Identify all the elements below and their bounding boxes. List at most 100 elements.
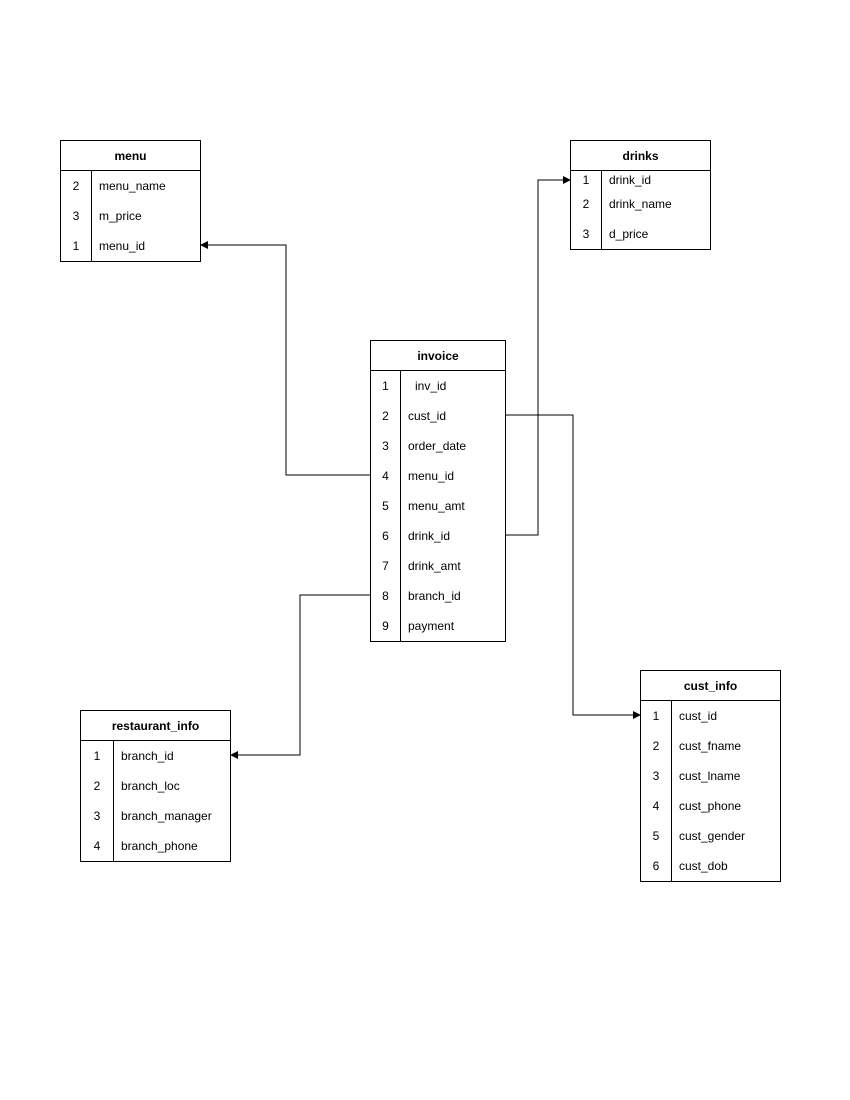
row-number: 5 [382,499,389,513]
entity-restaurant-info[interactable]: restaurant_info 1 branch_id 2 branch_loc… [80,710,231,862]
row-number: 2 [93,779,101,793]
table-row: 4 branch_phone [81,831,230,861]
table-row: 6 drink_id [371,521,505,551]
entity-body-invoice: 1 inv_id 2 cust_id 3 order_date 4 menu_i… [371,371,505,641]
row-number: 6 [652,859,660,873]
row-number: 2 [652,739,660,753]
entity-body-restaurant-info: 1 branch_id 2 branch_loc 3 branch_manage… [81,741,230,861]
field-name: branch_id [121,749,174,763]
field-name: branch_id [408,589,461,603]
entity-title-menu: menu [61,141,200,171]
table-row: 3 branch_manager [81,801,230,831]
row-number: 5 [652,829,660,843]
entity-body-menu: 2 menu_name 3 m_price 1 menu_id [61,171,200,261]
row-number: 6 [382,529,389,543]
table-row: 3 m_price [61,201,200,231]
field-name: menu_id [99,239,146,253]
entity-body-drinks: 1 drink_id 2 drink_name 3 d_price [571,171,710,249]
row-number: 1 [652,709,660,723]
field-name: inv_id [415,379,447,393]
connector-invoice-cust-info [506,414,641,719]
field-name: menu_amt [408,499,465,513]
row-number: 4 [93,839,101,853]
table-row: 3 order_date [371,431,505,461]
field-name: cust_gender [679,829,746,843]
row-number: 1 [382,379,389,393]
entity-menu[interactable]: menu 2 menu_name 3 m_price 1 menu_id [60,140,201,262]
table-row: 1 branch_id [81,741,230,771]
field-name: cust_dob [679,859,728,873]
field-name: drink_id [609,173,652,187]
row-number: 3 [93,809,101,823]
entity-title-restaurant-info: restaurant_info [81,711,230,741]
row-number: 4 [382,469,389,483]
row-number: 4 [652,799,660,813]
row-number: 1 [93,749,101,763]
row-number: 1 [582,173,590,187]
table-row: 2 drink_name [571,189,710,219]
field-name: cust_id [408,409,447,423]
row-number: 1 [72,239,80,253]
table-row: 1 cust_id [641,701,780,731]
table-row: 2 menu_name [61,171,200,201]
table-row: 5 cust_gender [641,821,780,851]
field-name: payment [408,619,455,633]
row-number: 2 [582,197,590,211]
table-row: 2 branch_loc [81,771,230,801]
table-row: 4 cust_phone [641,791,780,821]
entity-cust-info[interactable]: cust_info 1 cust_id 2 cust_fname 3 cust_… [640,670,781,882]
entity-title-cust-info: cust_info [641,671,780,701]
field-name: d_price [609,227,649,241]
row-number: 8 [382,589,389,603]
column-divider [113,741,114,861]
table-row: 9 payment [371,611,505,641]
column-divider [400,371,401,641]
entity-invoice[interactable]: invoice 1 inv_id 2 cust_id 3 order_date … [370,340,506,642]
row-number: 2 [72,179,80,193]
table-row: 8 branch_id [371,581,505,611]
field-name: drink_amt [408,559,461,573]
field-name: branch_loc [121,779,180,793]
field-name: drink_name [609,197,672,211]
row-number: 3 [72,209,80,223]
table-row: 2 cust_id [371,401,505,431]
row-number: 3 [652,769,660,783]
column-divider [671,701,672,881]
entity-title-drinks: drinks [571,141,710,171]
table-row: 4 menu_id [371,461,505,491]
table-row: 5 menu_amt [371,491,505,521]
row-number: 2 [382,409,389,423]
entity-body-cust-info: 1 cust_id 2 cust_fname 3 cust_lname 4 cu… [641,701,780,881]
connector-invoice-restaurant-info [230,594,370,759]
field-name: m_price [99,209,142,223]
field-name: cust_id [679,709,718,723]
connector-invoice-drinks [506,176,571,536]
field-name: drink_id [408,529,451,543]
field-name: cust_fname [679,739,742,753]
row-number: 9 [382,619,389,633]
row-number: 7 [382,559,389,573]
table-row: 1 drink_id [571,171,710,189]
field-name: branch_phone [121,839,198,853]
table-row: 1 menu_id [61,231,200,261]
column-divider [601,171,602,249]
table-row: 7 drink_amt [371,551,505,581]
field-name: branch_manager [121,809,212,823]
column-divider [91,171,92,261]
table-row: 3 cust_lname [641,761,780,791]
field-name: menu_id [408,469,455,483]
table-row: 6 cust_dob [641,851,780,881]
field-name: cust_phone [679,799,742,813]
table-row: 2 cust_fname [641,731,780,761]
entity-title-invoice: invoice [371,341,505,371]
field-name: order_date [408,439,467,453]
entity-drinks[interactable]: drinks 1 drink_id 2 drink_name 3 d_price [570,140,711,250]
table-row: 1 inv_id [371,371,505,401]
field-name: cust_lname [679,769,741,783]
field-name: menu_name [99,179,166,193]
row-number: 3 [382,439,389,453]
table-row: 3 d_price [571,219,710,249]
connector-invoice-menu [200,241,370,476]
row-number: 3 [582,227,590,241]
